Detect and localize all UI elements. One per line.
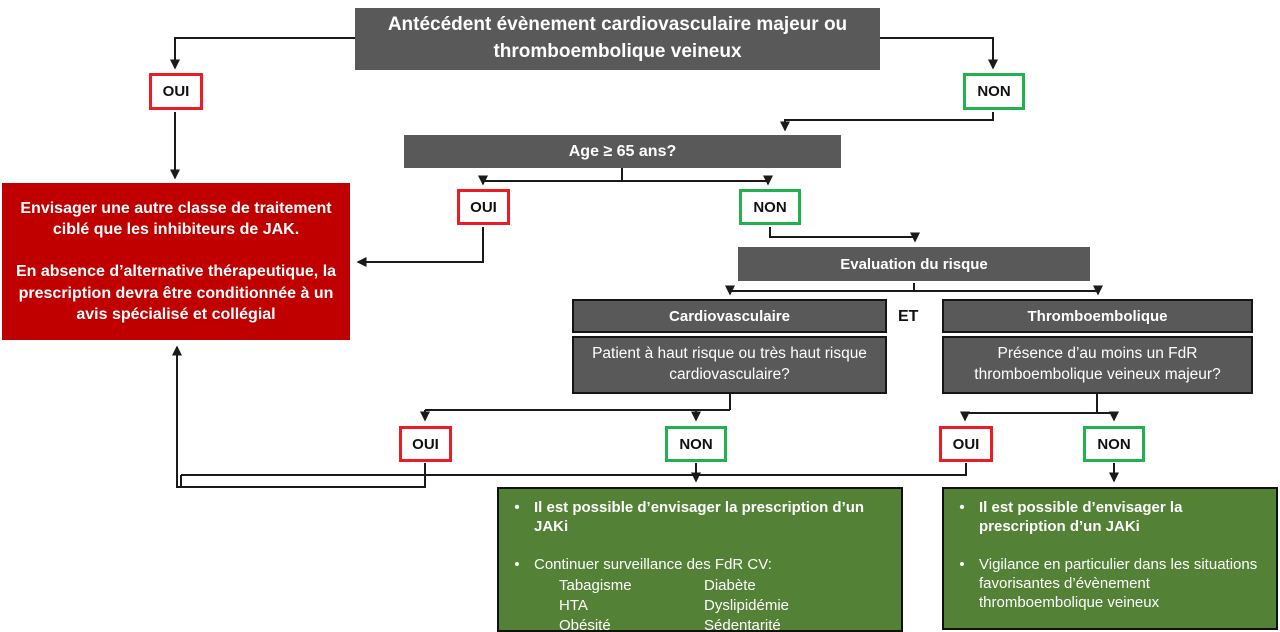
antecedent-question-text: Antécédent évènement cardiovasculaire ma… [387,14,848,62]
non-label: NON [977,83,1011,100]
node-age-question: Age ≥ 65 ans? [404,135,841,168]
decision-oui-thrombo: OUI [939,426,993,462]
node-jaki-possible-cardio: • Il est possible d’envisager la prescri… [497,487,903,632]
fdr-item: Tabagisme [559,577,632,595]
decision-non-age: NON [739,189,801,225]
fdr-item: Obésité [559,617,611,632]
avoid-jak-paragraph-1: Envisager une autre classe de traitement… [20,200,332,239]
bullet-item: • Il est possible d’envisager la prescri… [512,498,889,536]
decision-non-thrombo: NON [1083,426,1145,462]
jaki-thrombo-bullet-1: Il est possible d’envisager la prescript… [979,499,1183,536]
node-risk-evaluation: Evaluation du risque [738,247,1090,281]
fdr-item: Dyslipidémie [704,597,790,615]
node-cardio-question: Patient à haut risque ou très haut risqu… [572,336,887,394]
thrombo-question-text: Présence d’au moins un FdR thromboemboli… [974,345,1221,383]
thrombo-header-text: Thromboembolique [1027,307,1168,325]
decision-oui-antecedent: OUI [149,73,203,110]
bullet-item: • Il est possible d’envisager la prescri… [957,498,1264,536]
oui-label: OUI [162,83,190,100]
fdr-item: HTA [559,597,588,615]
non-label: NON [679,435,713,453]
jaki-cardio-bullet-1: Il est possible d’envisager la prescript… [534,499,865,536]
decision-non-antecedent: NON [963,73,1025,110]
bullet-item: • Continuer surveillance des FdR CV: [512,555,889,574]
cardio-question-text: Patient à haut risque ou très haut risqu… [592,345,867,383]
bullet-item: • Vigilance en particulier dans les situ… [957,555,1264,612]
oui-label: OUI [952,435,980,453]
decision-non-cardio: NON [665,426,727,462]
age-question-text: Age ≥ 65 ans? [568,142,677,160]
fdr-risk-factor-list: Tabagisme Diabète HTA Dyslipidémie Obési… [559,576,889,632]
fdr-item: Diabète [704,577,756,595]
non-label: NON [753,198,787,216]
decision-oui-cardio: OUI [399,426,452,462]
et-text: ET [898,308,919,325]
spacer [957,538,1264,555]
bullet-icon: • [959,499,965,516]
non-label: NON [1097,435,1131,453]
cardio-header-text: Cardiovasculaire [669,307,790,325]
bullet-icon: • [514,556,520,574]
node-avoid-jak-outcome: Envisager une autre classe de traitement… [2,183,350,340]
bullet-icon: • [514,499,520,516]
oui-label: OUI [470,198,497,216]
decision-oui-age: OUI [457,189,510,225]
bullet-icon: • [959,556,965,574]
fdr-item: Sédentarité [704,617,781,632]
avoid-jak-paragraph-2: En absence d’alternative thérapeutique, … [15,263,337,323]
risk-evaluation-text: Evaluation du risque [840,255,988,273]
et-label: ET [898,308,918,326]
node-thrombo-header: Thromboembolique [942,299,1253,333]
node-cardio-header: Cardiovasculaire [572,299,887,333]
node-antecedent-question: Antécédent évènement cardiovasculaire ma… [355,8,880,70]
jaki-cardio-bullet-2: Continuer surveillance des FdR CV: [534,556,772,574]
spacer [512,538,889,555]
node-thrombo-question: Présence d’au moins un FdR thromboemboli… [942,336,1253,394]
oui-label: OUI [412,435,439,453]
jaki-thrombo-bullet-2: Vigilance en particulier dans les situat… [979,556,1258,612]
node-jaki-possible-thrombo: • Il est possible d’envisager la prescri… [942,487,1278,630]
